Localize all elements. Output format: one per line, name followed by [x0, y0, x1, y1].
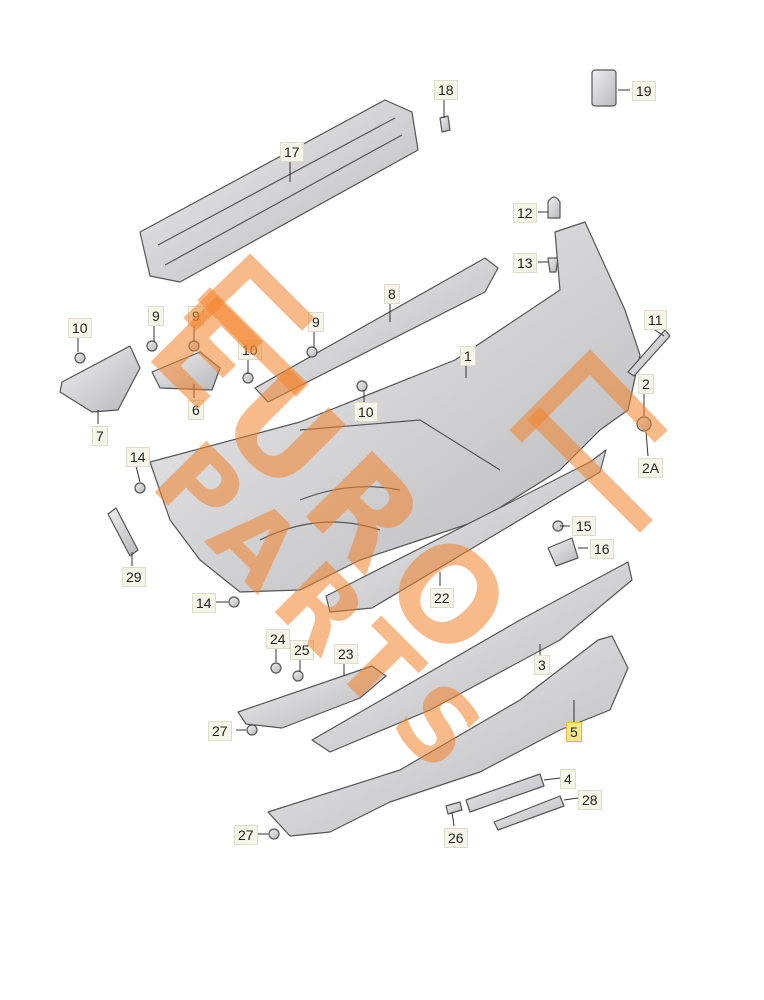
callout-10b: 10 [238, 340, 262, 360]
fastener [228, 596, 240, 608]
fastener [242, 372, 254, 384]
callout-6: 6 [188, 400, 204, 420]
callout-1: 1 [460, 346, 476, 366]
fastener [268, 828, 280, 840]
part-19 [591, 69, 617, 107]
clip-12 [547, 196, 561, 219]
bracket-6 [151, 351, 221, 391]
callout-2A: 2A [638, 458, 664, 478]
callout-18: 18 [434, 80, 458, 100]
bumper-cover [149, 221, 641, 593]
callout-25: 25 [290, 640, 314, 660]
callout-7: 7 [92, 426, 108, 446]
callout-23: 23 [334, 644, 358, 664]
callout-12: 12 [513, 203, 537, 223]
callout-26: 26 [444, 828, 468, 848]
callout-27b: 27 [234, 825, 258, 845]
callout-10a: 10 [68, 318, 92, 338]
callout-22: 22 [430, 588, 454, 608]
fastener [188, 340, 200, 352]
callout-14b: 14 [192, 593, 216, 613]
sensor-2 [636, 416, 652, 432]
callout-5: 5 [566, 722, 582, 742]
bracket-16 [547, 537, 579, 567]
callout-9c: 9 [308, 312, 324, 332]
callout-28: 28 [578, 790, 602, 810]
callout-11: 11 [644, 310, 667, 330]
bolt-18 [439, 115, 451, 133]
fastener [356, 380, 368, 392]
screw-13 [547, 257, 559, 273]
callout-8: 8 [384, 284, 400, 304]
reflector-29 [107, 507, 139, 557]
callout-13: 13 [513, 253, 537, 273]
clip-26 [445, 801, 463, 815]
callout-24: 24 [266, 629, 290, 649]
guide-bracket-8 [254, 257, 499, 403]
callout-4: 4 [560, 769, 576, 789]
callout-9b: 9 [188, 306, 204, 326]
impact-bar [139, 99, 419, 283]
callout-10c: 10 [354, 402, 378, 422]
trim-28 [493, 795, 565, 831]
trim-4 [465, 773, 545, 813]
fastener [146, 340, 158, 352]
callout-14a: 14 [126, 447, 150, 467]
fastener [306, 346, 318, 358]
fastener [270, 662, 282, 674]
bracket-7 [59, 345, 141, 413]
fastener [246, 724, 258, 736]
callout-27a: 27 [208, 721, 232, 741]
fastener [74, 352, 86, 364]
callout-15: 15 [572, 516, 596, 536]
callout-29: 29 [122, 567, 146, 587]
spoiler-3 [311, 561, 633, 753]
callout-19: 19 [632, 81, 656, 101]
callout-17: 17 [280, 142, 304, 162]
bracket-23 [237, 665, 387, 729]
fastener [134, 482, 146, 494]
callout-2: 2 [638, 374, 654, 394]
callout-9a: 9 [148, 306, 164, 326]
callout-16: 16 [590, 539, 614, 559]
fastener [292, 670, 304, 682]
diffuser-5 [267, 635, 629, 837]
callout-3: 3 [534, 655, 550, 675]
